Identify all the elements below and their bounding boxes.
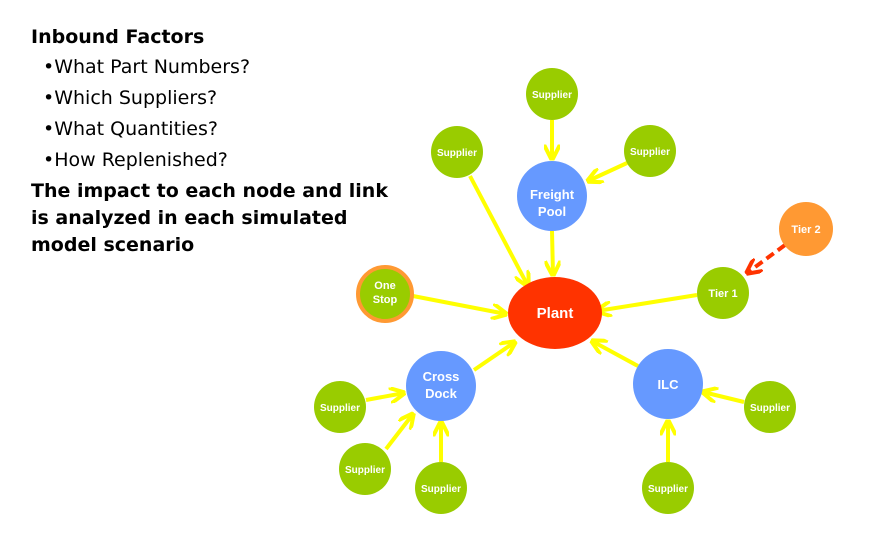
link (384, 414, 413, 451)
node-label: Supplier (320, 403, 360, 414)
node-label: Supplier (345, 465, 385, 476)
node-tier2[interactable]: Tier 2 (779, 202, 833, 256)
links (365, 120, 745, 462)
node-label: One (374, 280, 395, 292)
node-tier1[interactable]: Tier 1 (697, 267, 749, 319)
node-label: Supplier (437, 148, 477, 159)
bullet: •Which Suppliers? (43, 87, 218, 109)
bullet: •What Quantities? (43, 118, 218, 140)
node-ilc[interactable]: ILC (633, 349, 703, 419)
link (468, 175, 528, 286)
node-label: Supplier (750, 403, 790, 414)
node-label: Freight (530, 187, 575, 202)
node-label: Stop (373, 294, 398, 306)
link (597, 293, 698, 311)
dashed-link (747, 243, 787, 273)
node-plant[interactable]: Plant (508, 277, 602, 349)
node-supplier[interactable]: Supplier (642, 462, 694, 514)
node-supplier[interactable]: Supplier (744, 381, 796, 433)
node-label: Supplier (532, 90, 572, 101)
link (588, 161, 628, 181)
text-panel: Inbound Factors •What Part Numbers? •Whi… (31, 22, 401, 259)
link (412, 294, 506, 314)
link (703, 392, 745, 404)
link (365, 393, 404, 400)
node-label: Cross (423, 369, 460, 384)
node-label: Supplier (648, 484, 688, 495)
node-supplier[interactable]: Supplier (314, 381, 366, 433)
node-label: Dock (425, 386, 458, 401)
node-supplier[interactable]: Supplier (624, 125, 676, 177)
link (552, 230, 553, 275)
link (592, 341, 639, 368)
node-label: Tier 2 (791, 224, 820, 236)
node-label: Supplier (630, 147, 670, 158)
node-label: Pool (538, 204, 566, 219)
heading: Inbound Factors (31, 26, 205, 48)
node-supplier[interactable]: Supplier (415, 462, 467, 514)
node-label: Tier 1 (708, 288, 737, 300)
node-label: Supplier (421, 484, 461, 495)
bullet: •How Replenished? (43, 149, 228, 171)
node-supplier[interactable]: Supplier (339, 443, 391, 495)
summary: The impact to each node and link is anal… (31, 180, 388, 256)
node-label: Plant (537, 305, 574, 322)
node-label: ILC (658, 377, 680, 392)
link (472, 342, 515, 372)
node-supplier[interactable]: Supplier (526, 68, 578, 120)
bullet: •What Part Numbers? (43, 56, 251, 78)
node-supplier[interactable]: Supplier (431, 126, 483, 178)
